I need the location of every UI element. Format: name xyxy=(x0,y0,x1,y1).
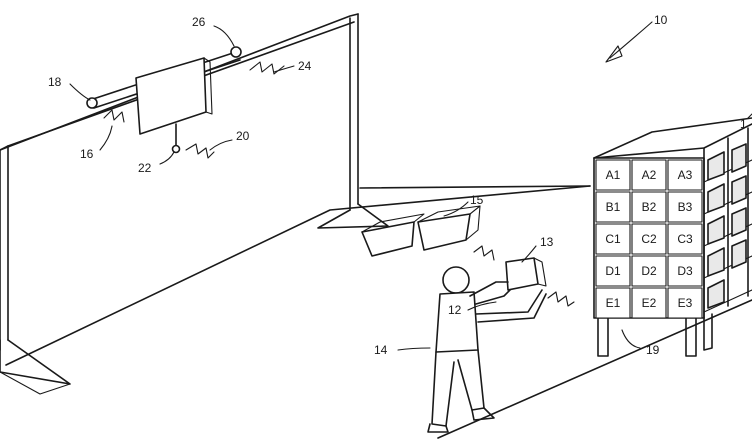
overhead-reader xyxy=(86,46,242,154)
shelf-cell xyxy=(631,255,667,287)
handheld-device xyxy=(505,257,547,291)
shelf-cell-label: B3 xyxy=(678,200,693,214)
ref-hand-12: 12 xyxy=(448,303,462,317)
shelf-cell xyxy=(631,191,667,223)
ref-bins: 15 xyxy=(470,193,484,207)
shelf-cell xyxy=(631,159,667,191)
shelf-cell-label: B1 xyxy=(606,200,621,214)
shelf-cell xyxy=(631,287,667,319)
shelf-cell-label: A1 xyxy=(606,168,621,182)
shelf-cell xyxy=(631,223,667,255)
shelf-cell xyxy=(595,191,631,223)
shelf-cell-label: E2 xyxy=(642,296,657,310)
ref-wave-16: 16 xyxy=(80,147,94,161)
shelf-cell xyxy=(595,255,631,287)
shelf-cell xyxy=(667,255,703,287)
ref-shelf: 1 xyxy=(740,117,747,131)
shelf-cell xyxy=(595,287,631,319)
worker xyxy=(427,266,547,433)
shelf-cell xyxy=(667,191,703,223)
ref-shelf-tag: 19 xyxy=(646,343,660,357)
shelf-cell-label: A2 xyxy=(642,168,657,182)
ref-system: 10 xyxy=(654,13,668,27)
shelf-cell-label: E3 xyxy=(678,296,693,310)
ref-worker: 14 xyxy=(374,343,388,357)
ref-reader-18: 18 xyxy=(48,75,62,89)
leader-lines xyxy=(69,21,752,351)
ref-reader-26: 26 xyxy=(192,15,206,29)
shelf-cell-label: C2 xyxy=(641,232,657,246)
shelf-cell-label: A3 xyxy=(678,168,693,182)
shelf-cell xyxy=(667,159,703,191)
ref-wave-20: 20 xyxy=(236,129,250,143)
shelf-cell-label: C3 xyxy=(677,232,693,246)
shelf-cell-label: C1 xyxy=(605,232,621,246)
shelf-cell-label: D3 xyxy=(677,264,693,278)
ref-device-13: 13 xyxy=(540,235,554,249)
ref-antenna-22: 22 xyxy=(138,161,152,175)
shelf-cell xyxy=(667,223,703,255)
shelf-cell-label: E1 xyxy=(606,296,621,310)
reference-numerals: 10 18 26 24 16 22 20 15 13 12 14 19 1 xyxy=(48,13,747,357)
shelf-cell-label: D2 xyxy=(641,264,657,278)
shelf-cell xyxy=(667,287,703,319)
shelf-cell xyxy=(595,159,631,191)
shelf-cell-label: B2 xyxy=(642,200,657,214)
bins xyxy=(361,205,481,257)
ref-wave-24: 24 xyxy=(298,59,312,73)
shelf-cell-label: D1 xyxy=(605,264,621,278)
shelf-cell xyxy=(595,223,631,255)
